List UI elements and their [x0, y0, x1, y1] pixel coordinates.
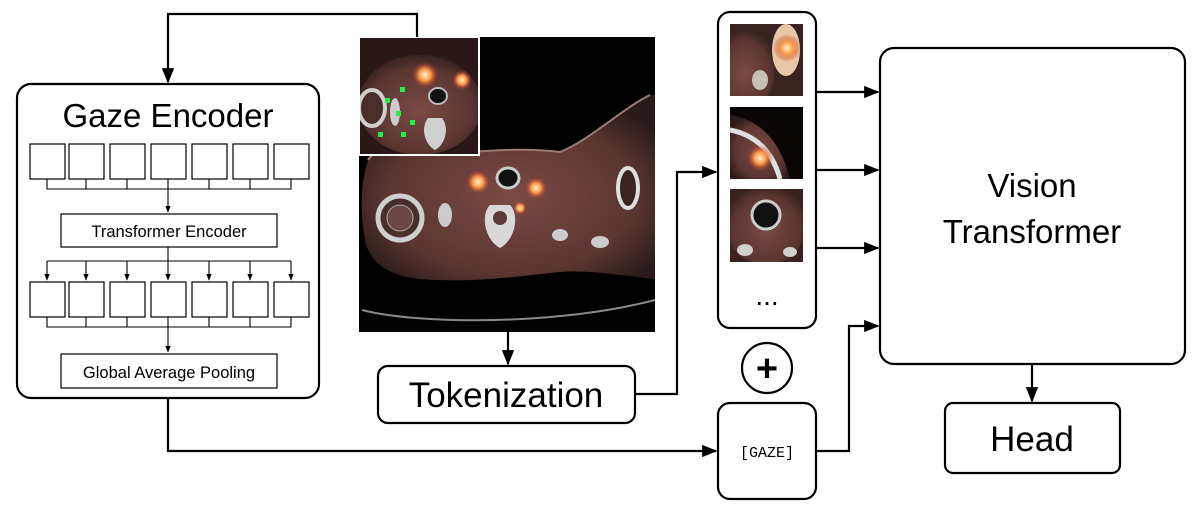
- gaze-token-box: [68, 281, 105, 318]
- image-token-column: ...: [716, 10, 818, 330]
- transformer-encoder-label: Transformer Encoder: [91, 223, 247, 241]
- svg-text:+: +: [756, 348, 778, 390]
- gaze-token-box: [232, 143, 269, 180]
- tokenization-label: Tokenization: [409, 376, 604, 415]
- gaze-token-box: [68, 143, 105, 180]
- gaze-token-box: [29, 281, 66, 318]
- gaze-token-box: [191, 143, 228, 180]
- gaze-token-label: [GAZE]: [740, 445, 794, 462]
- tokenization-block: Tokenization: [376, 364, 637, 425]
- head-block: Head: [943, 401, 1122, 475]
- gaze-point: [378, 132, 383, 137]
- gaze-token: [GAZE]: [716, 401, 818, 501]
- ct-scan-image: [358, 36, 655, 332]
- gaze-encoder: Gaze Encoder Transformer Encoder: [15, 82, 321, 400]
- gaze-token-box: [29, 143, 66, 180]
- image-patch-token: [730, 24, 803, 96]
- gaze-point: [396, 111, 401, 116]
- gaze-token-box: [273, 143, 310, 180]
- gaze-encoder-to-gaze-token-arrow: [166, 398, 718, 458]
- gaze-point: [385, 98, 390, 103]
- gaze-token-box: [109, 281, 146, 318]
- vision-transformer-label-line2: Transformer: [943, 213, 1121, 250]
- gaze-token-box: [232, 281, 269, 318]
- gaze-encoder-title: Gaze Encoder: [63, 97, 274, 134]
- gaze-token-box: [191, 281, 228, 318]
- image-patch-token: [730, 107, 803, 179]
- global-average-pooling-label: Global Average Pooling: [83, 364, 255, 382]
- connectors: [161, 12, 1039, 458]
- gaze-point: [400, 87, 405, 92]
- token-ellipsis: ...: [755, 280, 778, 311]
- head-label: Head: [990, 420, 1074, 459]
- gaze-token-to-vit-arrow: [816, 319, 880, 453]
- gaze-token-box: [150, 143, 187, 180]
- gaze-points: [378, 87, 415, 137]
- tokenization-to-tokens-arrow: [635, 165, 718, 396]
- gaze-point: [410, 120, 415, 125]
- global-average-pooling-box: [60, 353, 278, 389]
- image-patch-token: [730, 189, 803, 262]
- vision-transformer-label-line1: Vision: [987, 167, 1076, 204]
- ct-inset-with-gaze-points: [358, 36, 480, 156]
- gaze-input-tokens: [29, 143, 310, 180]
- gaze-token-box: [109, 143, 146, 180]
- plus-icon: +: [740, 341, 794, 395]
- gaze-point: [401, 132, 406, 137]
- vision-transformer-block: Vision Transformer: [878, 46, 1187, 366]
- gaze-token-box: [150, 281, 187, 318]
- image-to-gaze-encoder-arrow: [161, 12, 419, 84]
- gaze-output-tokens: [29, 281, 310, 318]
- gaze-token-box: [273, 281, 310, 318]
- transformer-encoder-box: [60, 213, 278, 248]
